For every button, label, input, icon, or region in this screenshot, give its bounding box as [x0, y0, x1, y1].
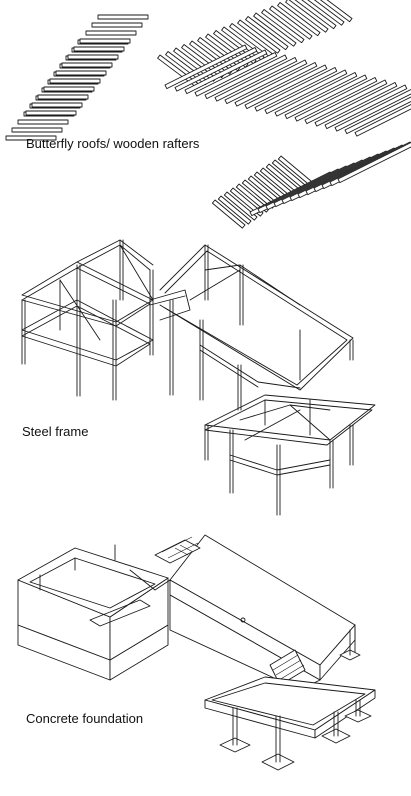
concrete-left-box — [17, 544, 171, 681]
rafter — [244, 64, 328, 110]
rafter — [277, 2, 321, 37]
concrete-right-stair — [269, 649, 306, 686]
rafter — [254, 67, 338, 112]
rafter — [354, 103, 411, 137]
rafter — [304, 79, 388, 125]
rafter — [234, 62, 318, 107]
rafter — [269, 5, 313, 40]
rafter — [97, 14, 149, 20]
rafter — [79, 38, 131, 44]
steel-frame-middle-module — [159, 244, 354, 411]
rafter — [307, 0, 345, 26]
rafter — [25, 110, 77, 116]
rafter — [17, 119, 69, 125]
rafter — [224, 59, 308, 105]
steel-frame-caption: Steel frame — [22, 424, 89, 439]
rafter — [164, 44, 248, 90]
rafter — [85, 30, 137, 36]
steel-frame-left-module — [21, 239, 154, 401]
rafter — [324, 84, 408, 130]
rafter — [11, 127, 63, 133]
rafter — [294, 0, 337, 30]
wooden-rafters-drawing — [5, 0, 411, 229]
rafter — [55, 70, 107, 76]
rafter — [223, 191, 258, 221]
steel-frame-connector — [149, 289, 191, 396]
rafter — [217, 195, 252, 225]
concrete-lower-slab — [204, 676, 376, 739]
rafter — [314, 82, 398, 127]
rafter — [49, 78, 101, 84]
rafter — [237, 19, 281, 54]
rafter — [294, 77, 378, 122]
concrete-foundation-drawing — [17, 534, 376, 771]
rafter — [235, 183, 270, 213]
rafter — [261, 9, 305, 44]
rafter — [67, 54, 119, 60]
rafter — [264, 69, 348, 115]
rafter — [284, 74, 368, 120]
rafter — [211, 199, 246, 229]
rafter — [61, 62, 113, 68]
rafter — [31, 102, 83, 108]
rafter — [184, 49, 268, 95]
rafter — [43, 86, 95, 92]
rafter — [334, 88, 411, 132]
rafter — [274, 72, 358, 117]
roof-caption: Butterfly roofs/ wooden rafters — [26, 136, 200, 151]
rafter — [204, 54, 288, 100]
rafter — [245, 16, 289, 51]
rafter — [91, 22, 143, 28]
concrete-piers-right — [339, 627, 361, 661]
concrete-footings — [219, 699, 372, 771]
concrete-main-slab — [169, 534, 356, 691]
concrete-foundation-caption: Concrete foundation — [26, 711, 144, 726]
rafter — [214, 57, 298, 102]
concrete-top-stair — [154, 536, 201, 564]
steel-frame-drawing — [21, 239, 376, 516]
rafter — [253, 12, 297, 47]
rafter — [337, 141, 411, 184]
rafter — [241, 179, 276, 209]
steel-frame-right-module — [204, 394, 376, 516]
rafter — [344, 96, 411, 135]
rafter — [5, 135, 57, 141]
rafter — [319, 0, 353, 23]
rafter — [73, 46, 125, 52]
rafter — [37, 94, 89, 100]
rafter — [285, 0, 329, 33]
rafter — [174, 47, 258, 92]
rafter — [194, 52, 278, 97]
